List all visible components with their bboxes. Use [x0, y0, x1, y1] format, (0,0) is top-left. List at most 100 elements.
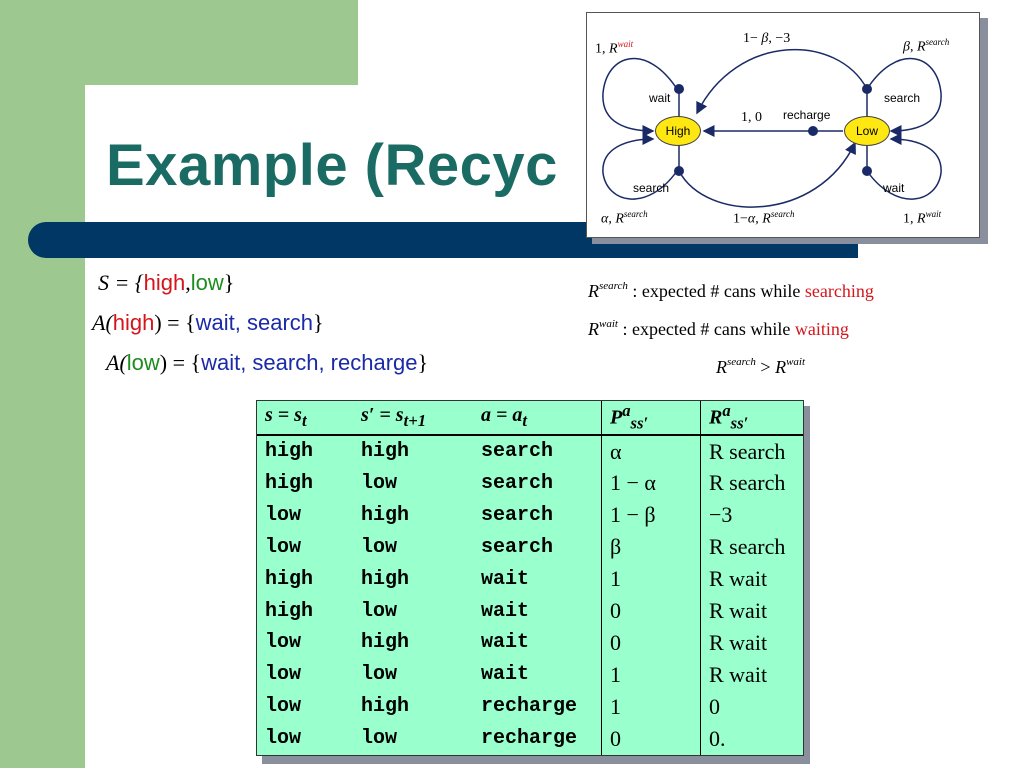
compare-right-symbol: R — [775, 357, 787, 377]
table-cell: wait — [481, 599, 530, 623]
table-cell: high — [361, 567, 410, 591]
table-cell: high — [265, 471, 314, 495]
header-s-prime: s′ = st+1 — [353, 401, 473, 436]
edge-label-low-search-loop: β, Rsearch — [903, 37, 950, 55]
states-suffix: } — [223, 270, 235, 295]
table-cell: search — [481, 440, 554, 464]
table-cell: 0 — [700, 690, 803, 723]
background-green-left — [0, 0, 85, 768]
table-cell: search — [481, 471, 554, 495]
compare-op: > — [755, 357, 776, 377]
actions-high-suffix: } — [313, 310, 324, 335]
header-a: a = at — [473, 401, 602, 436]
table-cell: low — [361, 599, 398, 623]
label-wait-top: wait — [649, 91, 671, 105]
background-green-top — [0, 0, 358, 85]
table-cell: low — [361, 535, 398, 559]
table-cell: R search — [700, 531, 803, 564]
table-cell: search — [481, 503, 554, 527]
note-wait-highlight: waiting — [794, 319, 849, 339]
table-cell: high — [265, 567, 314, 591]
table-cell: R wait — [700, 627, 803, 659]
actions-low-mid: ) = { — [159, 350, 202, 375]
note-wait-symbol: R — [588, 319, 599, 339]
table-cell: low — [265, 695, 302, 719]
compare-left-symbol: R — [716, 357, 727, 377]
states-definition: S = {high,low} — [98, 270, 234, 296]
action-dot-high-wait — [674, 84, 684, 94]
header-p: Pass′ — [601, 401, 701, 436]
edge-label-low-wait-loop: 1, Rwait — [903, 209, 942, 227]
table-cell: low — [361, 663, 398, 687]
table-cell: low — [361, 471, 398, 495]
table-cell: low — [265, 663, 302, 687]
compare-right-sup: wait — [786, 356, 806, 368]
note-search-highlight: searching — [804, 281, 874, 301]
table-cell: wait — [481, 567, 530, 591]
background-white-corner — [85, 85, 485, 205]
table-cell: β — [601, 531, 701, 564]
note-search-symbol: R — [588, 281, 599, 301]
diagram-edges — [602, 48, 942, 208]
label-search-top: search — [884, 91, 921, 105]
transition-table-container: s = st s′ = st+1 a = at Pass′ Rass′ high… — [256, 400, 804, 756]
action-dot-low-wait — [862, 166, 872, 176]
table-cell: 0 — [601, 627, 701, 659]
table-cell: R search — [700, 434, 803, 468]
actions-high-definition: A(high) = {wait, search} — [92, 310, 324, 336]
table-cell: 1 — [601, 658, 701, 691]
node-low: Low — [844, 116, 890, 146]
table-row: low high search 1 − β−3 — [257, 499, 803, 532]
table-cell: −3 — [700, 499, 803, 532]
table-cell: 1 − α — [601, 467, 701, 500]
note-search-text: : expected # cans while — [627, 281, 805, 301]
table-cell: high — [265, 440, 314, 464]
table-cell: 0 — [601, 722, 701, 755]
table-cell: R wait — [700, 658, 803, 691]
table-cell: wait — [481, 663, 530, 687]
table-cell: low — [265, 727, 302, 751]
label-wait-bottom: wait — [883, 181, 905, 195]
actions-low-list: wait, search, recharge — [201, 350, 418, 375]
note-r-search: Rsearch : expected # cans while searchin… — [588, 280, 874, 302]
table-cell: 0. — [700, 722, 803, 755]
action-dot-low-search — [862, 84, 872, 94]
table-cell: high — [361, 440, 410, 464]
note-search-sup: search — [599, 280, 628, 292]
node-high: High — [655, 116, 701, 146]
table-cell: R wait — [700, 595, 803, 627]
label-search-bottom: search — [633, 181, 670, 195]
edge-label-high-to-low: 1−α, Rsearch — [733, 209, 795, 227]
action-dot-high-search — [674, 166, 684, 176]
header-s: s = st — [257, 401, 353, 436]
recycling-robot-diagram: High Low wait search recharge search wai… — [586, 12, 980, 238]
table-cell: search — [481, 535, 554, 559]
table-cell: high — [265, 599, 314, 623]
action-dot-low-recharge — [808, 126, 818, 136]
states-prefix: S = { — [98, 270, 144, 295]
table-cell: high — [361, 503, 410, 527]
table-cell: low — [361, 727, 398, 751]
state-low: low — [190, 270, 224, 295]
table-cell: low — [265, 503, 302, 527]
table-cell: R wait — [700, 563, 803, 596]
actions-high-mid: ) = { — [154, 310, 196, 335]
actions-high-state: high — [112, 310, 155, 335]
table-cell: 1 − β — [601, 499, 701, 532]
slide-title: Example (Recyc — [106, 133, 558, 198]
table-cell: recharge — [481, 695, 578, 719]
states-comma: , — [185, 270, 191, 295]
note-wait-text: : expected # cans while — [617, 319, 795, 339]
table-cell: 1 — [601, 690, 701, 723]
edge-label-high-search-loop: α, Rsearch — [601, 209, 648, 227]
table-cell: α — [601, 434, 701, 468]
table-cell: R search — [700, 467, 803, 500]
actions-low-definition: A(low) = {wait, search, recharge} — [106, 350, 428, 376]
